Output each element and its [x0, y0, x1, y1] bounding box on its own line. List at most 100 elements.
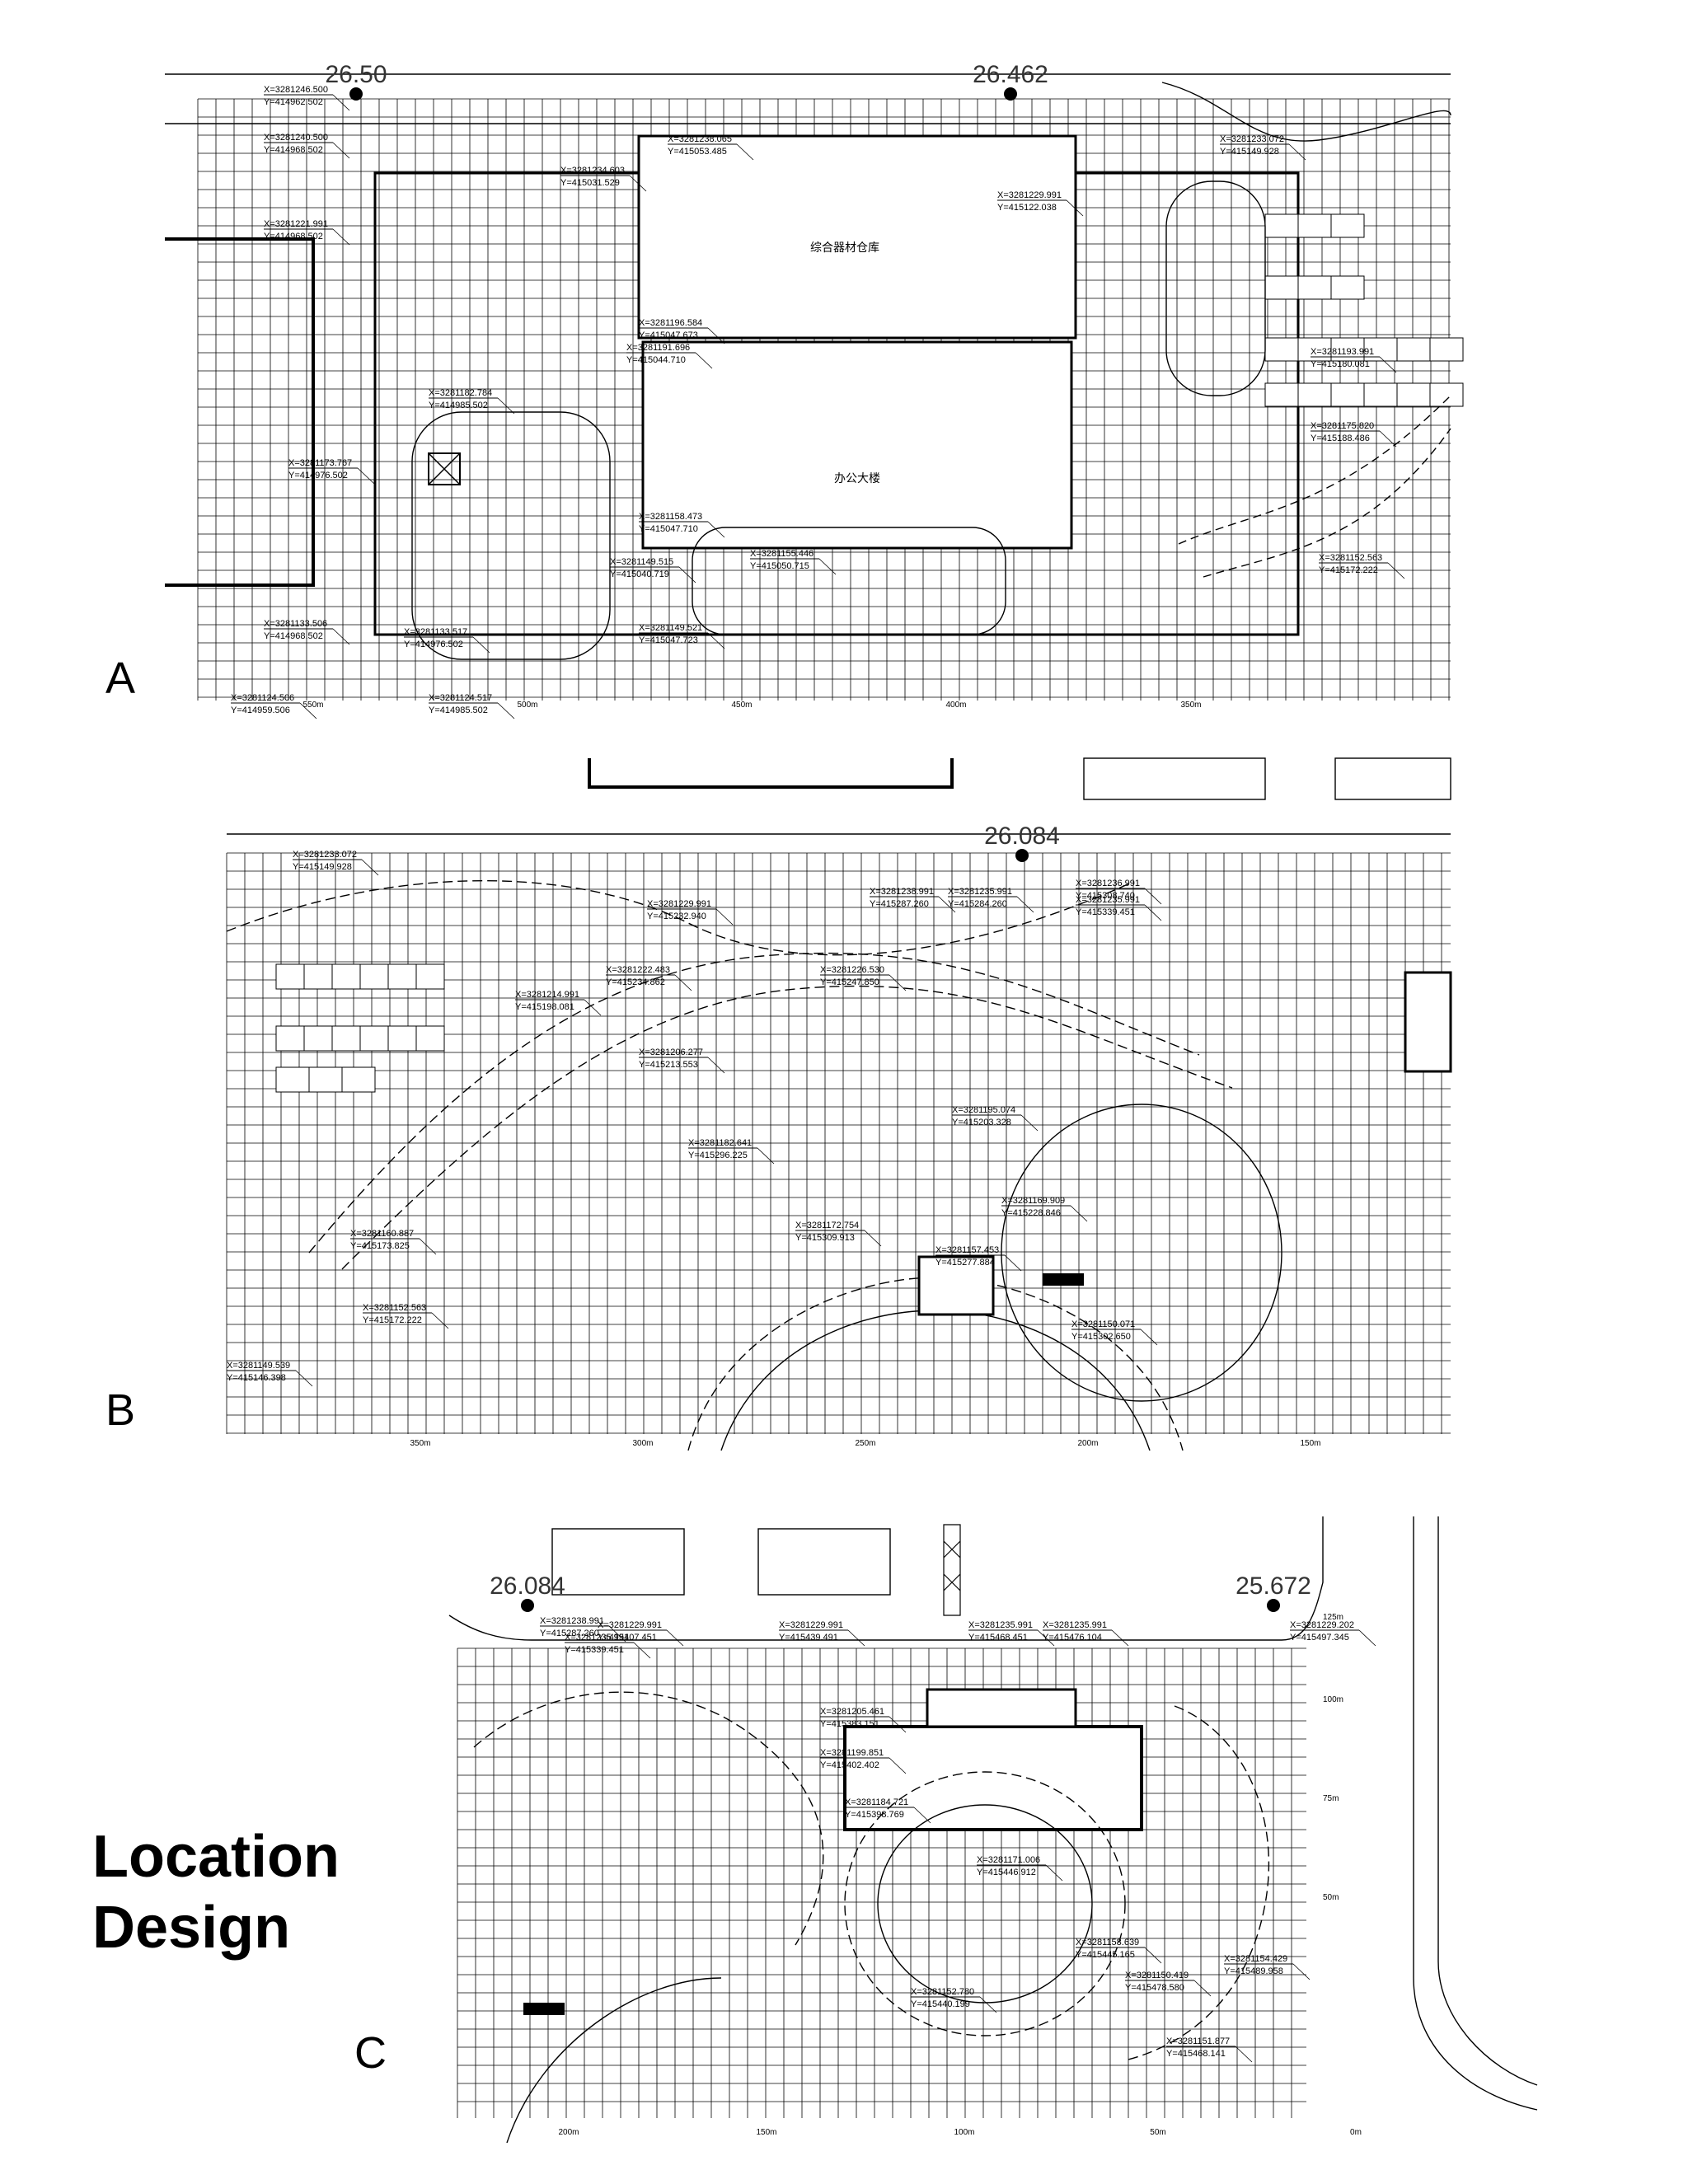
leader-line	[707, 632, 725, 649]
leader-line	[695, 352, 713, 369]
distance-tick: 450m	[731, 701, 752, 710]
leader-line	[497, 702, 515, 719]
coord-x: X=3281233.072	[1220, 134, 1284, 144]
coord-x: X=3281182.784	[429, 388, 492, 398]
coord-x: X=3281184.721	[845, 1797, 908, 1807]
coord-y: Y=414968.502	[264, 631, 323, 641]
coord-y: Y=415203.328	[952, 1118, 1011, 1127]
coord-y: Y=414962.502	[264, 97, 323, 107]
parking-stall	[1264, 213, 1299, 238]
leader-line	[295, 1370, 313, 1387]
leader-line	[864, 1230, 882, 1247]
coord-y: Y=415047.710	[639, 524, 698, 534]
coord-x: X=3281124.517	[429, 693, 492, 703]
distance-tick: 350m	[1180, 701, 1201, 710]
leader-line	[1144, 1947, 1162, 1964]
parking-stall	[1297, 382, 1332, 407]
coord-y: Y=415445.165	[1076, 1950, 1135, 1960]
coord-y: Y=415440.199	[911, 1999, 970, 2009]
parking-stall	[1396, 382, 1431, 407]
elevation-point	[349, 87, 363, 101]
leader-line	[497, 397, 515, 415]
leader-line	[847, 1629, 865, 1647]
coord-x: X=3281152.780	[911, 1987, 974, 1997]
parking-stall	[1396, 337, 1431, 362]
coord-x: X=3281160.887	[350, 1229, 414, 1239]
coord-y: Y=415122.038	[997, 203, 1057, 213]
leader-line	[1066, 199, 1084, 217]
coord-y: Y=414985.502	[429, 705, 488, 715]
leader-line	[674, 974, 692, 991]
coord-x: X=3281246.500	[264, 85, 328, 95]
leader-line	[818, 558, 837, 575]
coord-x: X=3281149.539	[227, 1361, 290, 1371]
title-line-1: Location	[92, 1824, 340, 1890]
coord-x: X=3281205.461	[820, 1707, 884, 1717]
coord-x: X=3281150.071	[1071, 1319, 1135, 1329]
coord-x: X=3281229.991	[997, 190, 1062, 200]
coord-y: Y=415228.846	[1001, 1208, 1061, 1218]
coord-y: Y=415402.402	[820, 1760, 879, 1770]
coord-x: X=3281240.500	[264, 133, 328, 143]
coord-x: X=3281152.563	[363, 1303, 426, 1313]
curved-road	[226, 879, 1134, 956]
parking-row-1	[1264, 213, 1365, 238]
coord-x: X=3281226.530	[820, 965, 884, 975]
curved-road	[473, 1691, 824, 1946]
distance-tick: 100m	[1323, 1695, 1343, 1704]
coord-y: Y=414985.502	[429, 401, 488, 410]
coord-x: X=3281149.515	[610, 557, 673, 567]
parking-stall	[1297, 275, 1332, 300]
leader-line	[1045, 1864, 1063, 1882]
leader-line	[1235, 2046, 1253, 2063]
leader-line	[1387, 562, 1405, 579]
parking-stall	[275, 1066, 310, 1093]
east-building-edge	[1404, 971, 1452, 1073]
east-road-loop	[1165, 180, 1266, 396]
leader-line	[419, 1238, 437, 1255]
elevation-point	[1015, 849, 1029, 862]
parking-stall	[387, 1025, 417, 1052]
coord-x: X=3281175.820	[1311, 421, 1374, 431]
distance-tick: 200m	[558, 2128, 579, 2137]
distance-tick: 100m	[954, 2128, 974, 2137]
main-building	[843, 1725, 1143, 1831]
distance-tick: 150m	[756, 2128, 776, 2137]
leader-line	[913, 1807, 931, 1824]
leader-line	[472, 636, 490, 654]
leader-line	[1358, 1629, 1376, 1647]
parking-stall	[1363, 382, 1398, 407]
utility-box	[428, 452, 461, 485]
coord-y: Y=415287.260	[870, 899, 929, 909]
leader-line	[633, 1642, 651, 1659]
coord-y: Y=415339.451	[1076, 907, 1135, 917]
transmission-tower	[943, 1524, 961, 1616]
parking-row-4	[1264, 382, 1464, 407]
leader-line	[357, 467, 375, 485]
coord-y: Y=415478.580	[1125, 1983, 1184, 1993]
leader-line	[1037, 1629, 1055, 1647]
coord-x: X=3281214.991	[515, 990, 579, 1000]
office-label: 办公大楼	[834, 472, 880, 485]
coord-x: X=3281238.991	[870, 887, 934, 897]
curved-path	[1203, 428, 1451, 578]
